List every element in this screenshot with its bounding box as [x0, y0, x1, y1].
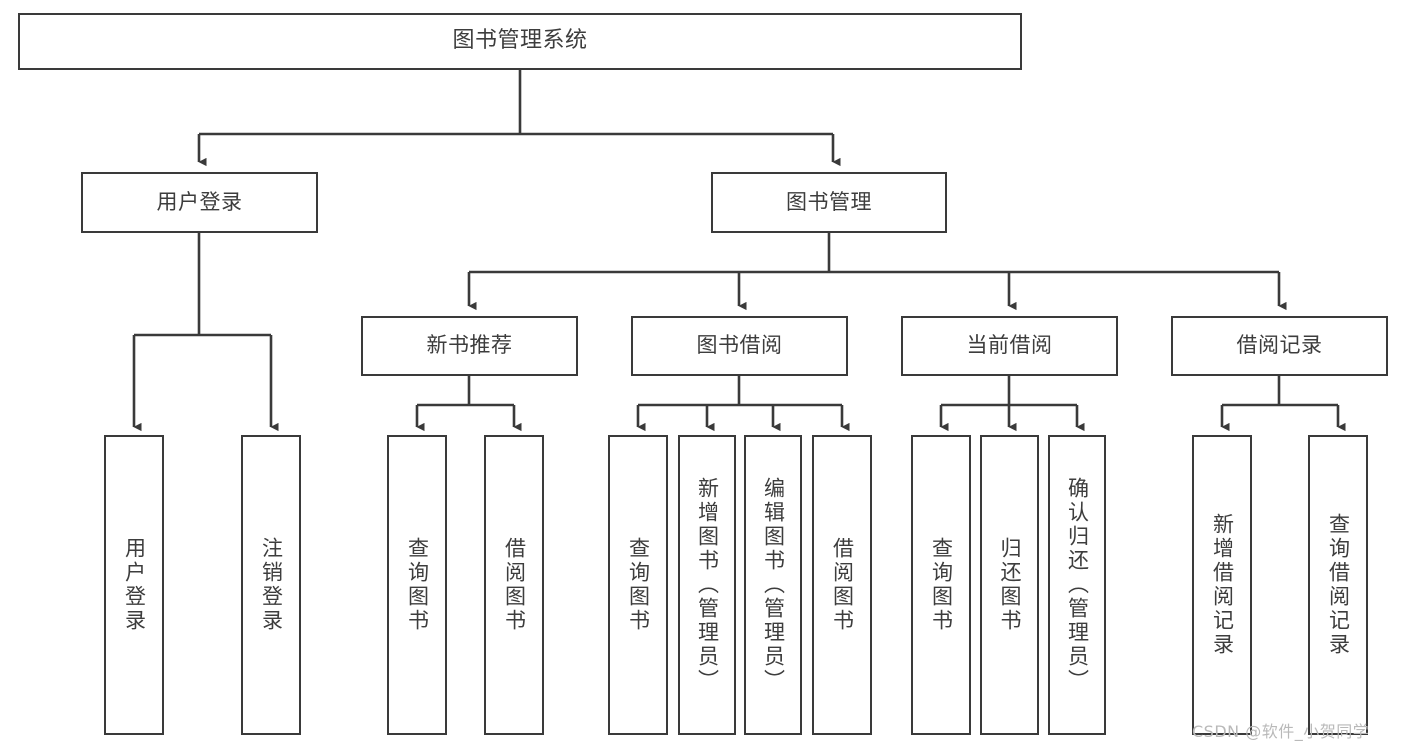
- node-label: 借阅记录: [1236, 333, 1323, 358]
- node-label: 注销登录: [259, 537, 284, 633]
- node-borrowing-records[interactable]: 借阅记录: [1171, 316, 1388, 376]
- node-label: 确认归还（管理员）: [1065, 477, 1090, 693]
- leaf-borrow-edit-book-admin[interactable]: 编辑图书（管理员）: [744, 435, 802, 735]
- leaf-records-query-record[interactable]: 查询借阅记录: [1308, 435, 1368, 735]
- node-label: 图书管理: [786, 189, 872, 214]
- node-user-login[interactable]: 用户登录: [81, 172, 318, 233]
- node-book-borrowing[interactable]: 图书借阅: [631, 316, 848, 376]
- leaf-new-book-borrow-books[interactable]: 借阅图书: [484, 435, 544, 735]
- node-label: 新书推荐: [426, 333, 513, 358]
- leaf-user-login-signin[interactable]: 用户登录: [104, 435, 164, 735]
- leaf-records-add-record[interactable]: 新增借阅记录: [1192, 435, 1252, 735]
- leaf-borrow-add-book-admin[interactable]: 新增图书（管理员）: [678, 435, 736, 735]
- node-label: 当前借阅: [966, 333, 1053, 358]
- leaf-borrow-borrow-books[interactable]: 借阅图书: [812, 435, 872, 735]
- node-label: 新增借阅记录: [1210, 513, 1235, 657]
- leaf-current-return-books[interactable]: 归还图书: [980, 435, 1039, 735]
- node-label: 用户登录: [156, 189, 243, 214]
- node-root-book-management-system[interactable]: 图书管理系统: [18, 13, 1022, 70]
- node-label: 编辑图书（管理员）: [761, 477, 786, 693]
- node-label: 借阅图书: [830, 537, 855, 633]
- leaf-current-confirm-return-admin[interactable]: 确认归还（管理员）: [1048, 435, 1106, 735]
- node-label: 用户登录: [122, 537, 147, 633]
- node-label: 新增图书（管理员）: [695, 477, 720, 693]
- leaf-current-query-books[interactable]: 查询图书: [911, 435, 971, 735]
- watermark-csdn: CSDN @软件_小贺同学: [1192, 722, 1370, 741]
- node-label: 查询图书: [929, 537, 954, 633]
- node-label: 查询借阅记录: [1326, 513, 1351, 657]
- node-label: 图书管理系统: [452, 28, 588, 54]
- node-current-borrowing[interactable]: 当前借阅: [901, 316, 1118, 376]
- leaf-new-book-query-books[interactable]: 查询图书: [387, 435, 447, 735]
- node-label: 图书借阅: [696, 333, 783, 358]
- node-label: 查询图书: [626, 537, 651, 633]
- leaf-user-login-signout[interactable]: 注销登录: [241, 435, 301, 735]
- node-label: 归还图书: [998, 537, 1022, 633]
- node-book-management[interactable]: 图书管理: [711, 172, 947, 233]
- leaf-borrow-query-books[interactable]: 查询图书: [608, 435, 668, 735]
- node-new-book-recommendation[interactable]: 新书推荐: [361, 316, 578, 376]
- node-label: 查询图书: [405, 537, 430, 633]
- node-label: 借阅图书: [502, 537, 527, 633]
